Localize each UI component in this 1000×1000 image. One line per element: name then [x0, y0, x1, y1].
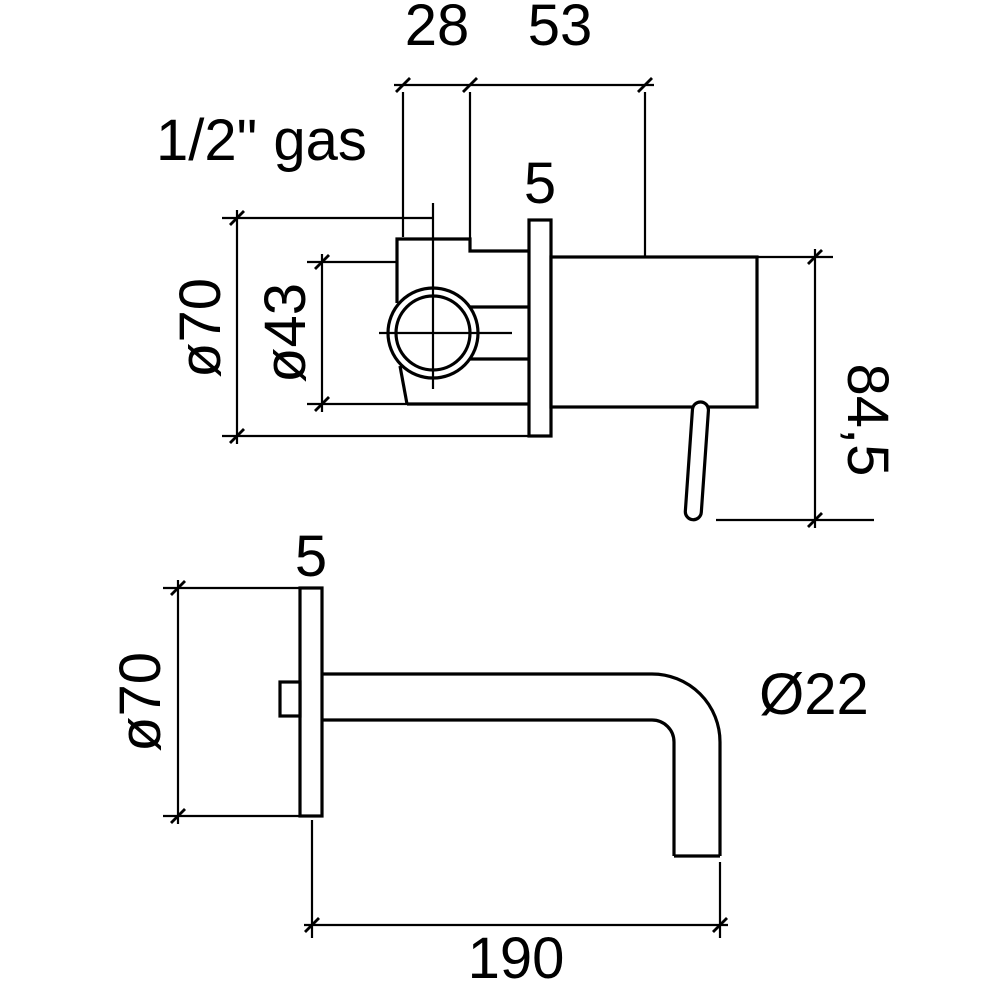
dim-label-plate-diameter-spout: ø70: [108, 652, 173, 752]
dim-tick: [304, 917, 320, 933]
dim-label-body-width: 53: [528, 0, 593, 58]
dim-overall-height: 84,5: [716, 249, 900, 528]
spout-outer-edge: [322, 672, 722, 856]
spout-inner-edge: [322, 718, 676, 856]
dim-tick: [170, 580, 186, 596]
wall-plate-mixer: [527, 218, 553, 438]
dim-tick: [314, 396, 330, 412]
cartridge-bottom-corner: [398, 365, 409, 405]
spout-tube: [322, 672, 722, 858]
dim-label-plate-thickness-mixer: 5: [524, 151, 556, 216]
thread-size-label: 1/2" gas: [156, 108, 367, 173]
spout-view: 5 ø70 Ø22: [108, 524, 869, 991]
valve-cartridge: [379, 203, 529, 406]
spout-fixing-boss: [278, 680, 302, 718]
dim-tick: [712, 917, 728, 933]
mixer-view: 28 53 1/2" gas 5 ø70: [156, 0, 900, 528]
dim-label-inlet-width: 28: [405, 0, 470, 58]
dim-tick: [170, 808, 186, 824]
dim-label-spout-length: 190: [468, 926, 565, 991]
dim-tick: [807, 512, 823, 528]
dim-label-plate-thickness-spout: 5: [295, 524, 327, 589]
dim-plate-diameter-mixer: ø70: [168, 210, 529, 444]
inlet-top-outline: [395, 237, 529, 303]
valve-body: [549, 255, 759, 409]
dim-tick: [395, 77, 411, 93]
dim-tick: [229, 210, 245, 226]
wall-plate-spout: [298, 586, 324, 818]
dim-cartridge-diameter: ø43: [253, 254, 414, 412]
dim-plate-diameter-spout: ø70: [108, 580, 300, 824]
dim-inlet-and-body-width: 28 53: [394, 0, 654, 257]
dim-tick: [314, 254, 330, 270]
dim-label-cartridge-diameter: ø43: [253, 283, 318, 383]
dim-label-spout-diameter: Ø22: [759, 662, 869, 727]
dim-label-plate-diameter-mixer: ø70: [168, 278, 233, 378]
dim-label-overall-height: 84,5: [835, 364, 900, 477]
dim-spout-length: 190: [304, 820, 728, 991]
dim-tick: [637, 77, 653, 93]
lever-handle: [683, 400, 711, 522]
dim-tick: [807, 249, 823, 265]
dim-tick: [229, 428, 245, 444]
dim-tick: [462, 77, 478, 93]
